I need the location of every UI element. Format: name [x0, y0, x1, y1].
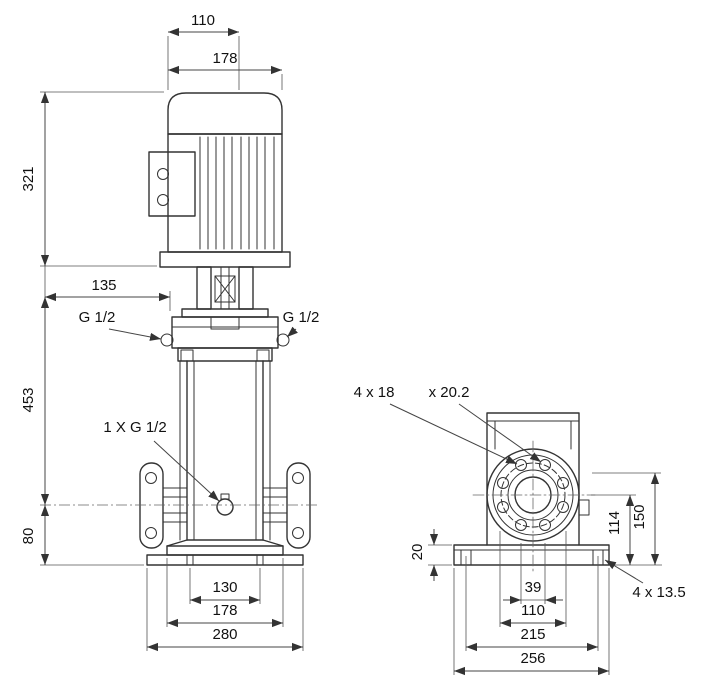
terminal-box-plug-icon: [157, 194, 169, 206]
centerlines: [472, 440, 596, 574]
dim-port-center-height-label: 114: [606, 511, 623, 535]
dim-head-offset: 135: [44, 266, 171, 311]
dim-base-hole-spacing: 215: [465, 556, 599, 652]
port-plug-left-icon: [160, 333, 174, 347]
dim-base-width: 280: [146, 568, 304, 652]
port-right-label: G 1/2: [283, 309, 320, 326]
port-left-label: G 1/2: [79, 309, 116, 326]
dim-base-slot-spacing-label: 130: [212, 579, 237, 596]
dim-head-offset-label: 135: [91, 277, 116, 294]
dim-motor-height: 321: [20, 91, 164, 267]
dim-hub-width: 39: [503, 543, 563, 605]
dim-base-plate-height-label: 20: [409, 544, 426, 561]
flange-counterbore-label: x 20.2: [429, 384, 470, 401]
dim-base-width-label: 280: [212, 626, 237, 643]
flange-bolt-hole-icon: [145, 527, 157, 539]
base-holes-label: 4 x 13.5: [632, 584, 685, 601]
flange-bolt-hole-icon: [145, 472, 157, 484]
dim-motor-top-width: 110: [167, 12, 240, 90]
dim-base-upper-width: 178: [166, 558, 284, 628]
dim-motor-top-width-label: 110: [191, 12, 215, 29]
dim-hub-width-label: 39: [525, 579, 542, 596]
terminal-box-plug-icon: [157, 168, 169, 180]
dim-base-length-label: 256: [520, 650, 545, 667]
drain-port-label: 1 X G 1/2: [103, 419, 166, 436]
dim-port-top-height-label: 150: [631, 504, 648, 529]
pump-head: [160, 316, 290, 362]
motor-outline: [148, 92, 291, 268]
dim-port-top-height: 150: [592, 472, 661, 565]
dim-base-length: 256: [453, 568, 610, 676]
port-plug-right-icon: [276, 333, 290, 347]
dim-motor-width-label: 178: [212, 50, 237, 67]
side-base: [453, 544, 610, 566]
front-view-dimensions: 110 178 321 135 453 80: [20, 12, 320, 652]
pump-base: [146, 539, 304, 566]
dim-base-plate-height: 20: [409, 529, 452, 581]
dim-motor-width: 178: [168, 50, 283, 90]
drain-plug: [216, 493, 234, 516]
label-flange-counterbore: x 20.2: [429, 384, 542, 463]
dim-base-upper-width-label: 178: [212, 602, 237, 619]
label-drain-port: 1 X G 1/2: [103, 419, 220, 502]
label-base-holes: 4 x 13.5: [604, 559, 686, 601]
flange-holes-label: 4 x 18: [354, 384, 395, 401]
dim-port-height: 80: [20, 504, 318, 566]
flange-bolt-hole-icon: [292, 472, 304, 484]
dim-bolt-circle: 110: [499, 531, 567, 628]
pump-side-view: [453, 412, 610, 574]
side-view-dimensions: 4 x 18 x 20.2 20 114 150 39: [354, 384, 686, 676]
coupling-section: [181, 266, 269, 318]
dim-bolt-circle-label: 110: [521, 602, 545, 619]
flange-bolt-hole-icon: [292, 527, 304, 539]
dim-motor-height-label: 321: [20, 166, 37, 191]
flange-bolt-holes: [497, 459, 569, 531]
dim-pump-height: 453: [20, 297, 50, 505]
dim-base-hole-spacing-label: 215: [520, 626, 545, 643]
side-body: [486, 412, 590, 546]
pump-front-view: [139, 92, 311, 566]
chamber-column: [179, 360, 271, 541]
label-port-left: G 1/2: [79, 309, 162, 341]
label-flange-holes: 4 x 18: [354, 384, 518, 465]
suction-discharge-flanges: [139, 462, 311, 549]
label-port-right: G 1/2: [283, 309, 320, 338]
dim-pump-height-label: 453: [20, 387, 37, 412]
dim-port-height-label: 80: [20, 528, 37, 545]
dim-base-slot-spacing: 130: [189, 568, 261, 605]
dim-port-center-height: 114: [591, 494, 662, 566]
